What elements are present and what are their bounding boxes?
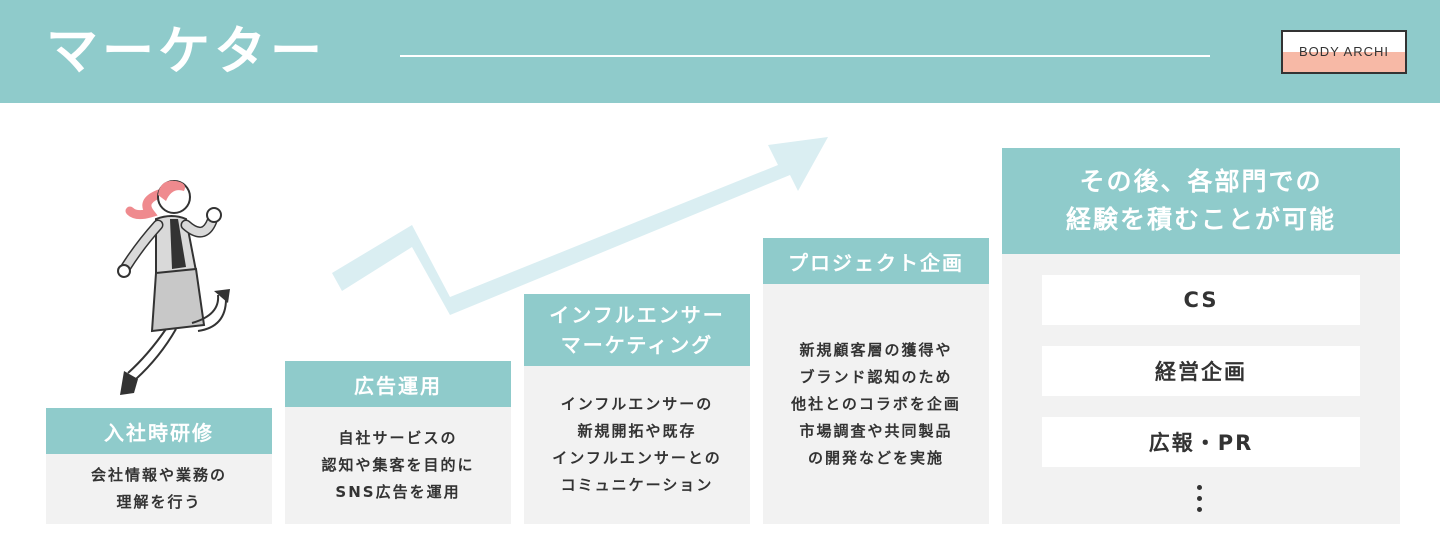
brand-logo: BODY ARCHI — [1281, 30, 1407, 74]
page-title: マーケター — [46, 22, 326, 82]
step-description: 自社サービスの 認知や集客を目的に SNS広告を運用 — [285, 407, 511, 524]
career-options-title: その後、各部門での 経験を積むことが可能 — [1002, 148, 1400, 254]
upward-trend-arrow-icon — [320, 125, 840, 315]
step-card-project-planning: プロジェクト企画 新規顧客層の獲得や ブランド認知のため 他社とのコラボを企画 … — [763, 238, 989, 524]
arrow-shape — [332, 137, 828, 315]
step-title: インフルエンサー マーケティング — [524, 294, 750, 366]
logo-text: BODY ARCHI — [1283, 44, 1405, 59]
header-divider — [400, 55, 1210, 57]
step-title: 広告運用 — [285, 361, 511, 407]
step-title: 入社時研修 — [46, 408, 272, 454]
step-card-training: 入社時研修 会社情報や業務の 理解を行う — [46, 408, 272, 524]
step-description: インフルエンサーの 新規開拓や既存 インフルエンサーとの コミュニケーション — [524, 366, 750, 524]
step-title: プロジェクト企画 — [763, 238, 989, 284]
career-options-card: その後、各部門での 経験を積むことが可能 CS 経営企画 広報・PR — [1002, 148, 1400, 524]
vertical-ellipsis-icon — [1197, 485, 1202, 518]
step-description: 会社情報や業務の 理解を行う — [46, 454, 272, 524]
running-businesswoman-illustration — [100, 175, 240, 405]
step-card-influencer-marketing: インフルエンサー マーケティング インフルエンサーの 新規開拓や既存 インフルエ… — [524, 294, 750, 524]
step-card-ad-operation: 広告運用 自社サービスの 認知や集客を目的に SNS広告を運用 — [285, 361, 511, 524]
role-item-cs: CS — [1042, 275, 1360, 325]
role-item-management-planning: 経営企画 — [1042, 346, 1360, 396]
role-item-pr: 広報・PR — [1042, 417, 1360, 467]
step-description: 新規顧客層の獲得や ブランド認知のため 他社とのコラボを企画 市場調査や共同製品… — [763, 284, 989, 524]
header-band: マーケター BODY ARCHI — [0, 0, 1440, 103]
